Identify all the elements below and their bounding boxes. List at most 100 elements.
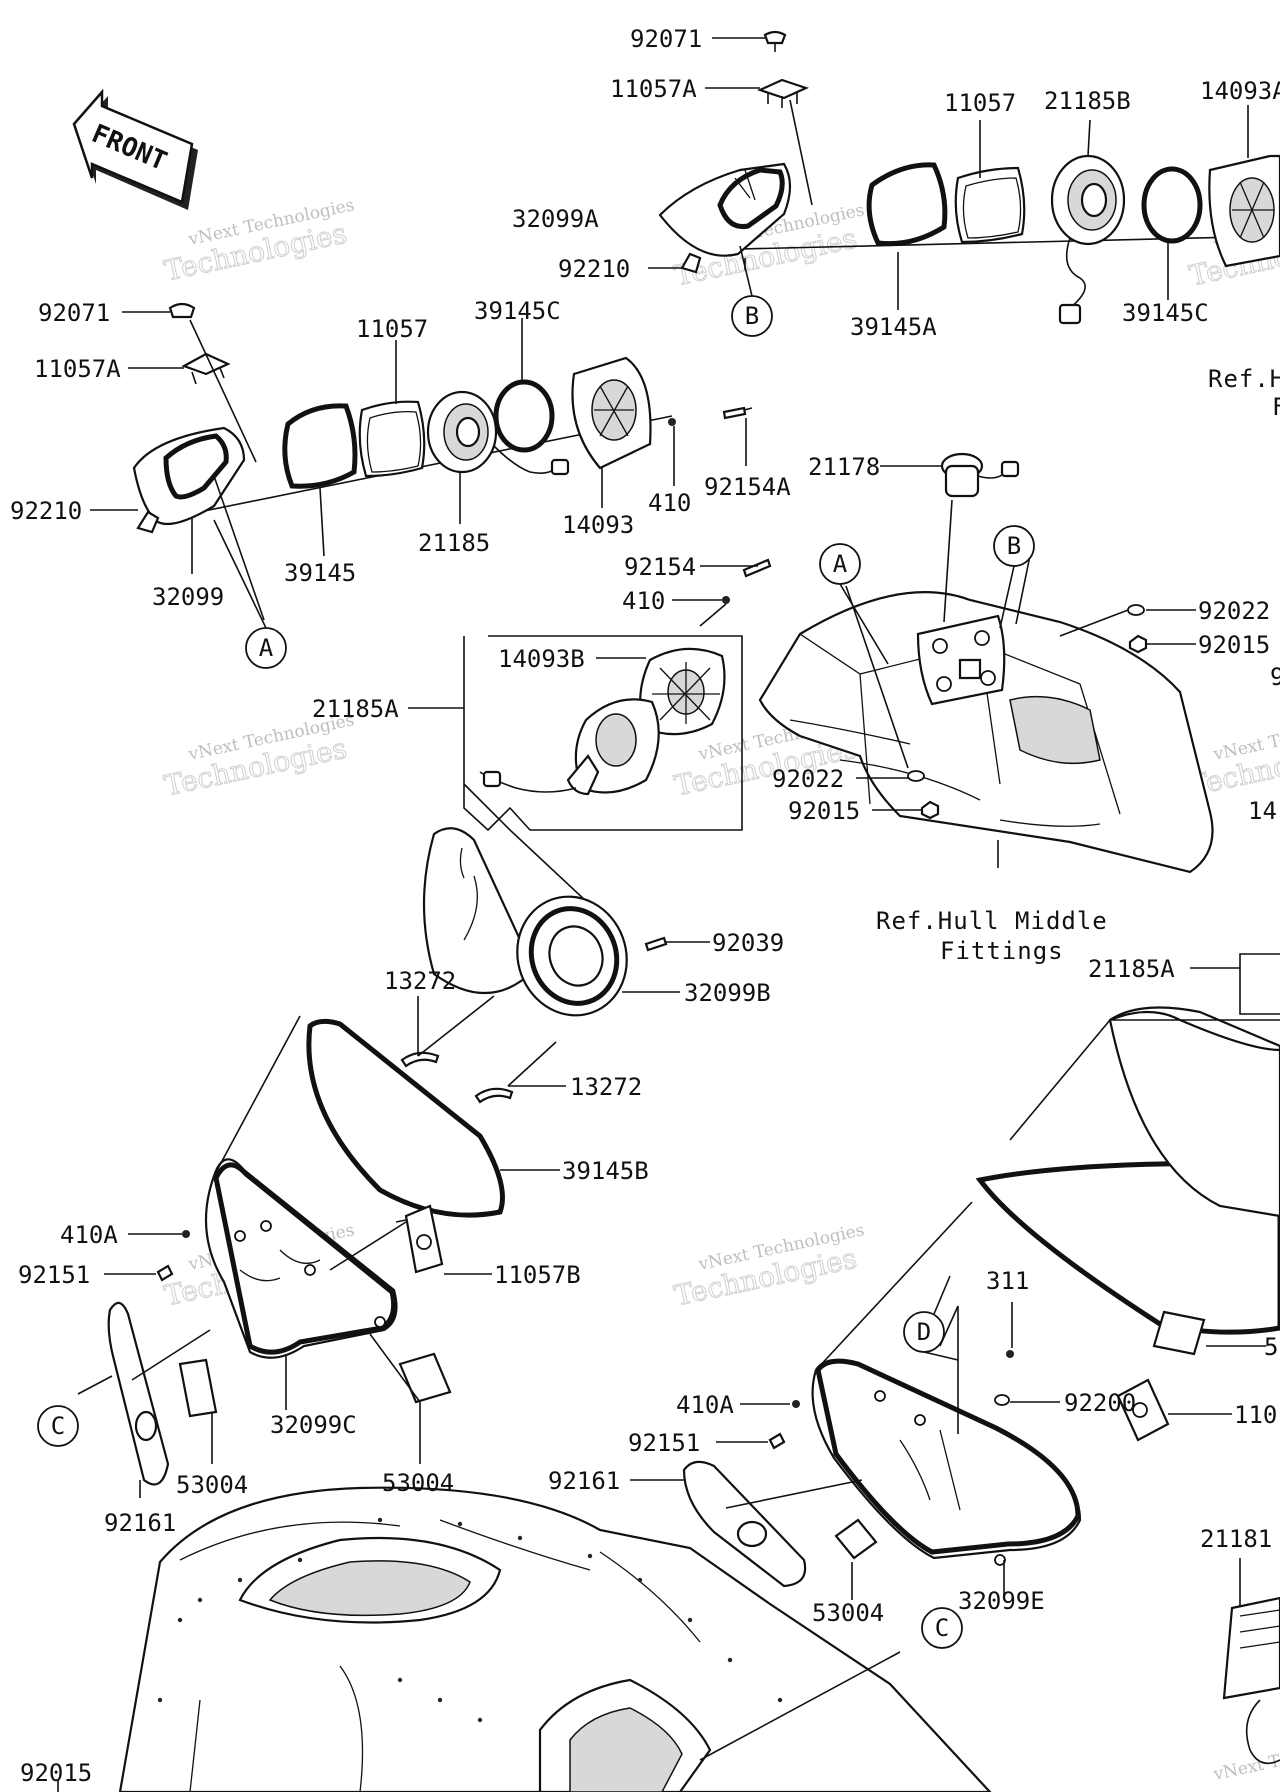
part-label: 92151 (18, 1261, 90, 1289)
bracket-11057A-top (756, 78, 810, 108)
part-label: 32099C (270, 1411, 357, 1439)
left-lower-assembly (77, 827, 710, 1498)
bracket-110-right (1116, 1378, 1170, 1442)
part-label: 410 (622, 587, 665, 615)
pad-53004-b (398, 1352, 452, 1404)
right-lower-assembly (630, 953, 1280, 1765)
part-label: 53004 (176, 1471, 248, 1499)
watermark-text: vNext Technologies (1211, 1730, 1280, 1785)
part-label: 92151 (628, 1429, 700, 1457)
part-label: 9 (1270, 663, 1280, 691)
gasket-39145A (866, 162, 948, 247)
part-label: 92154 (624, 553, 696, 581)
callout-label: B (1007, 532, 1021, 560)
part-label: 21185B (1044, 87, 1131, 115)
callout-label: C (51, 1412, 65, 1440)
washer-92200 (994, 1394, 1010, 1406)
part-label: 14093 (562, 511, 634, 539)
callout-c-left: C (37, 1405, 79, 1447)
nut-92210-top (680, 252, 702, 274)
front-arrow-icon: FRONT (72, 88, 198, 210)
part-label: 92039 (712, 929, 784, 957)
left-speaker-assembly (90, 302, 753, 621)
part-label: 32099 (152, 583, 224, 611)
part-label: 311 (986, 1267, 1029, 1295)
ref-label: Fittings (940, 937, 1064, 965)
part-label: 92071 (38, 299, 110, 327)
pad-53004-a (178, 1358, 218, 1418)
speaker-21185B (1050, 154, 1126, 325)
speaker-kit-21185A (408, 558, 772, 917)
module-21181-right (1222, 1596, 1280, 1765)
part-label: 21181 (1200, 1525, 1272, 1553)
screw-92039 (644, 936, 668, 952)
callout-circles: B A A B C D C (37, 245, 1035, 1649)
callout-b-mid: B (993, 525, 1035, 567)
part-label: 13272 (570, 1073, 642, 1101)
speaker-housing-32099 (132, 426, 246, 526)
ref-label: Ref.H (1208, 365, 1280, 393)
grill-14093 (571, 356, 652, 470)
part-label: 53004 (812, 1599, 884, 1627)
screw-92154A (668, 406, 753, 426)
fastener-92071-left (168, 302, 196, 319)
fastener-92071-top (763, 30, 787, 52)
screw-92151-right (768, 1432, 786, 1450)
washer-410A-left (182, 1230, 190, 1238)
part-label: 92200 (1064, 1389, 1136, 1417)
hull-rivets (157, 1517, 783, 1723)
part-label: 92022 (772, 765, 844, 793)
screw-92151-left (156, 1264, 174, 1282)
bracket-11057A-left (181, 352, 231, 385)
callout-c-bottom: C (921, 1607, 963, 1649)
hull-middle-console (758, 452, 1214, 874)
part-label: 92015 (788, 797, 860, 825)
bottom-hull (57, 1486, 992, 1792)
part-label: 21185A (312, 695, 399, 723)
part-label: 92161 (104, 1509, 176, 1537)
part-label: 11057 (356, 315, 428, 343)
panel-32099E (811, 1358, 1082, 1566)
part-label: 21185 (418, 529, 490, 557)
ref-label: Ref.Hull Middle (876, 907, 1108, 935)
part-label: 21185A (1088, 955, 1175, 983)
grill-14093B (639, 647, 726, 736)
part-label: 92015 (20, 1759, 92, 1787)
screw-92154 (722, 558, 772, 604)
ring-39145C-top (1141, 166, 1203, 244)
plate-11057-top (954, 166, 1026, 244)
part-label: 92210 (558, 255, 630, 283)
washer-410A-right (792, 1400, 800, 1408)
callout-label: A (259, 634, 274, 662)
part-label: 53004 (382, 1469, 454, 1497)
part-label: 14093B (498, 645, 585, 673)
part-label: 39145A (850, 313, 937, 341)
part-label: 11057 (944, 89, 1016, 117)
clip-13272-a (400, 1051, 440, 1068)
part-label: 92161 (548, 1467, 620, 1495)
callout-label: D (917, 1318, 931, 1346)
part-label: 32099B (684, 979, 771, 1007)
ref-label: F (1272, 393, 1280, 421)
callout-b-top: B (731, 295, 773, 337)
washer-92022 (907, 770, 925, 782)
part-label: 39145C (1122, 299, 1209, 327)
pad-5-right (1152, 1310, 1206, 1356)
washer-311 (1006, 1350, 1014, 1358)
nut-92210-left (136, 510, 160, 534)
switch-21178 (940, 452, 1020, 498)
part-label: 21178 (808, 453, 880, 481)
panel-32099C (204, 1158, 398, 1359)
callout-label: C (935, 1614, 949, 1642)
part-label: 14 (1248, 797, 1277, 825)
part-label: 92154A (704, 473, 791, 501)
bracket-11057B (395, 1204, 444, 1274)
speaker-cover-32099B (422, 827, 628, 1017)
part-label: 13272 (384, 967, 456, 995)
speaker-housing-32099A (658, 162, 792, 257)
speaker-21185 (426, 390, 570, 476)
gasket-39145B (306, 1018, 505, 1218)
pad-92161-left (107, 1301, 170, 1486)
part-label: 410A (60, 1221, 118, 1249)
